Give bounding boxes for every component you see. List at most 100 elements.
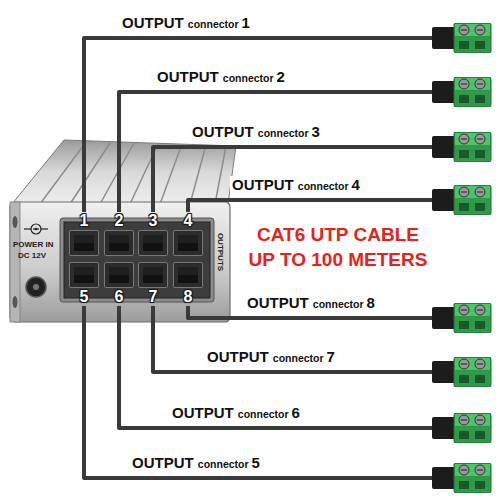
power-symbol-lead — [41, 228, 48, 229]
terminal-block — [432, 463, 492, 493]
rj45-socket — [138, 262, 168, 288]
wire-opening — [475, 375, 485, 383]
cat6-cable — [84, 306, 432, 478]
terminal-screw — [475, 187, 485, 197]
plug-body — [432, 136, 456, 158]
terminal-screw — [459, 359, 469, 369]
label-word: connector — [298, 180, 352, 192]
port-number: 5 — [69, 288, 99, 306]
terminal-connector: OUTPUT connector 6 — [432, 413, 492, 443]
rj45-port: 2 — [104, 212, 134, 256]
cable-note: UP TO 100 METERS — [249, 249, 428, 271]
label-word: 5 — [252, 454, 260, 471]
rj45-socket — [104, 262, 134, 288]
terminal-connector: OUTPUT connector 3 — [432, 132, 492, 162]
power-symbol-ring — [31, 224, 41, 234]
rj45-socket — [69, 230, 99, 256]
terminal-screw — [475, 134, 485, 144]
rj45-port: 7 — [138, 262, 168, 306]
terminal-screw — [475, 25, 485, 35]
terminal-top — [455, 186, 490, 198]
terminal-screw — [475, 359, 485, 369]
screw-slot — [477, 191, 483, 192]
rj45-socket — [173, 262, 203, 288]
panel-label: OUTPUTS — [216, 233, 225, 271]
housing-front — [10, 202, 230, 322]
terminal-screw — [459, 25, 469, 35]
screw-slot — [477, 29, 483, 30]
panel-label: POWER IN — [13, 240, 53, 249]
label-word: 8 — [367, 294, 375, 311]
label-word: OUTPUT — [132, 454, 198, 471]
wire-opening — [475, 95, 485, 103]
terminal-block — [432, 303, 492, 333]
label-word: connector — [273, 352, 327, 364]
port-number: 8 — [173, 288, 203, 306]
terminal-connector: OUTPUT connector 2 — [432, 77, 492, 107]
rj45-port: 3 — [138, 212, 168, 256]
output-label: OUTPUT connector 8 — [245, 294, 377, 313]
wire-opening — [475, 41, 485, 49]
wire-opening — [459, 41, 469, 49]
terminal-body — [454, 132, 491, 162]
mounting-flange — [10, 202, 20, 322]
terminal-screw — [459, 465, 469, 475]
terminal-body — [454, 303, 491, 333]
terminal-screw — [459, 187, 469, 197]
output-label: OUTPUT connector 7 — [205, 348, 337, 367]
screw-slot — [461, 309, 467, 310]
screw-slot — [461, 83, 467, 84]
wire-opening — [459, 431, 469, 439]
terminal-body — [454, 463, 491, 493]
cat6-cable — [119, 306, 432, 428]
wire-opening — [475, 481, 485, 489]
terminal-block — [432, 185, 492, 215]
terminal-top — [455, 414, 490, 426]
port-number: 4 — [173, 212, 203, 230]
screw-slot — [477, 309, 483, 310]
label-word: OUTPUT — [122, 14, 188, 31]
terminal-top — [455, 304, 490, 316]
screw-slot — [461, 191, 467, 192]
rj45-socket — [104, 230, 134, 256]
terminal-connector: OUTPUT connector 4 — [432, 185, 492, 215]
terminal-top — [455, 133, 490, 145]
output-label: OUTPUT connector 6 — [170, 404, 302, 423]
wire-opening — [459, 95, 469, 103]
output-label: OUTPUT connector 3 — [190, 123, 322, 142]
screw-slot — [477, 83, 483, 84]
flange-slot — [13, 216, 18, 228]
rj45-port: 4 — [173, 212, 203, 256]
port-number: 2 — [104, 212, 134, 230]
wire-opening — [475, 203, 485, 211]
power-symbol-minus — [33, 228, 39, 229]
label-word: connector — [258, 127, 312, 139]
label-word: OUTPUT — [207, 348, 273, 365]
rj45-port: 8 — [173, 262, 203, 306]
label-word: OUTPUT — [172, 404, 238, 421]
label-word: connector — [223, 72, 277, 84]
plug-body — [432, 189, 456, 211]
terminal-connector: OUTPUT connector 1 — [432, 23, 492, 53]
screw-slot — [461, 138, 467, 139]
rj45-port: 1 — [69, 212, 99, 256]
plug-body — [432, 81, 456, 103]
terminal-block — [432, 132, 492, 162]
terminal-block — [432, 77, 492, 107]
output-label: OUTPUT connector 5 — [130, 454, 262, 473]
terminal-screw — [475, 465, 485, 475]
rj45-port: 6 — [104, 262, 134, 306]
terminal-body — [454, 23, 491, 53]
power-symbol — [24, 224, 48, 234]
housing-top — [12, 140, 236, 204]
terminal-screw — [459, 415, 469, 425]
cat6-cable — [153, 147, 432, 212]
wire-opening — [459, 321, 469, 329]
terminal-screw — [475, 415, 485, 425]
housing-ribs — [40, 142, 226, 204]
terminal-block — [432, 413, 492, 443]
screw-slot — [461, 363, 467, 364]
wire-opening — [459, 203, 469, 211]
terminal-screw — [475, 305, 485, 315]
